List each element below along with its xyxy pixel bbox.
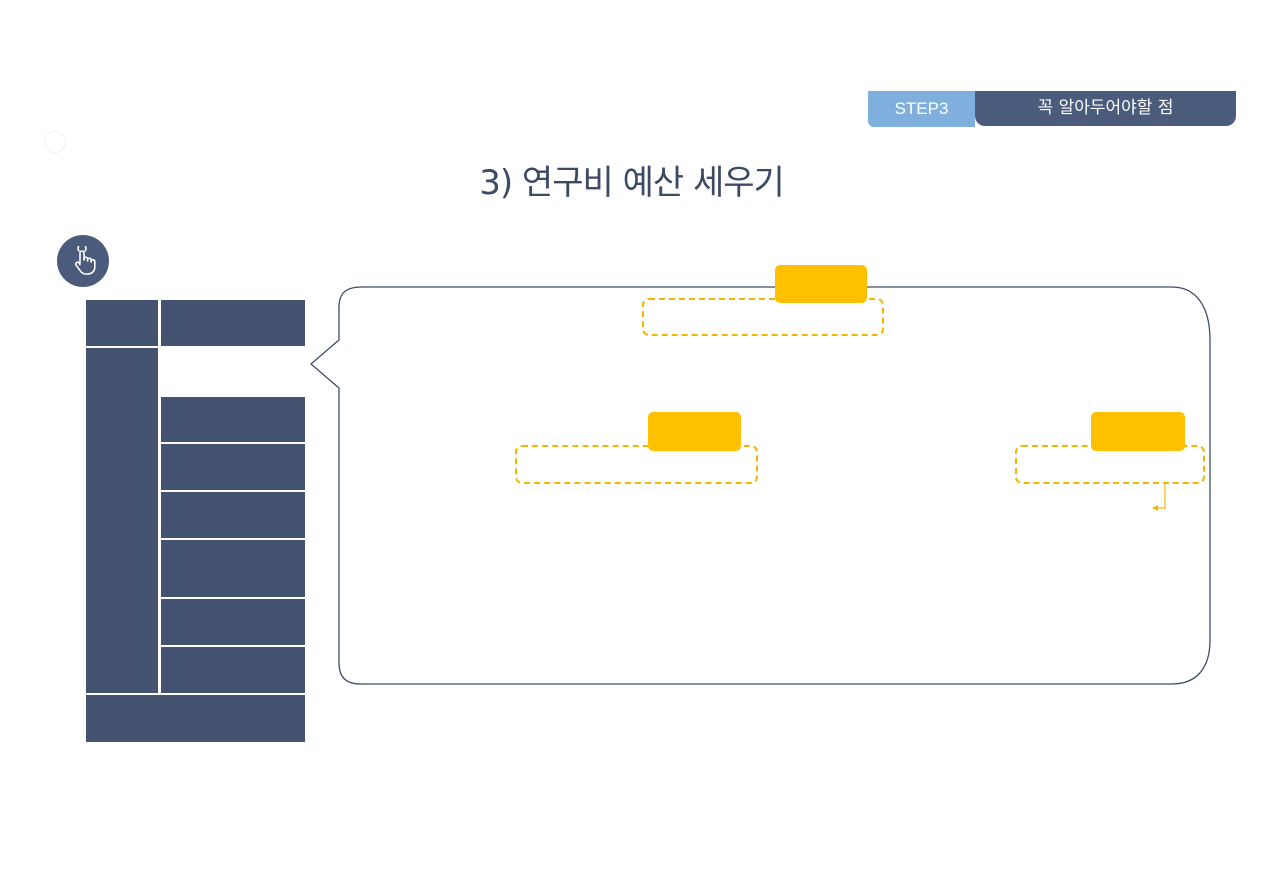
dashed-box-top [642,298,884,336]
touch-hand-icon[interactable] [57,235,109,287]
table-row [161,444,305,490]
page-title: 3) 연구비 예산 세우기 [479,163,785,203]
dashed-box-left [515,445,758,484]
table-category-cell [86,348,158,693]
table-row [161,492,305,538]
ring-icon [44,131,66,153]
table-footer-cell [86,695,305,742]
yellow-label-left [648,412,741,451]
step-title-tab: 꼭 알아두어야할 점 [975,91,1236,126]
table-row [161,647,305,693]
table-row [161,540,305,597]
yellow-label-top [775,265,867,303]
step-label-tab: STEP3 [868,91,975,127]
yellow-label-right [1091,412,1185,451]
table-header-right-cell [161,300,305,346]
table-row [161,397,305,442]
table-header-left-cell [86,300,158,346]
table-row [161,599,305,645]
